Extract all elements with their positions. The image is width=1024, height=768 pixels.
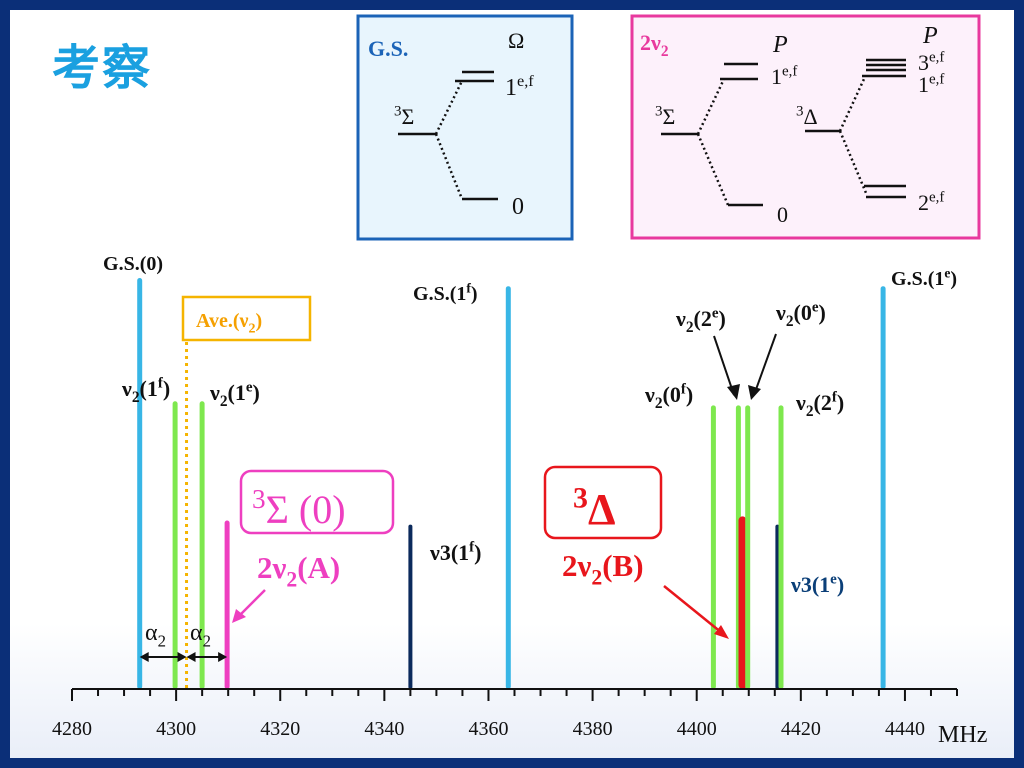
label-v2-1e: ν2(1e) bbox=[209, 380, 260, 411]
label-gs-0: G.S.(0) bbox=[103, 253, 163, 275]
label-sigma-box: 3Σ (0) bbox=[252, 484, 346, 532]
delta-label-box bbox=[543, 465, 663, 540]
arrow-band-a bbox=[237, 589, 266, 618]
label-gs-1f: G.S.(1f) bbox=[413, 280, 478, 305]
axis-tick-label: 4340 bbox=[364, 718, 404, 740]
label-v3-1f: ν3(1f) bbox=[429, 540, 482, 565]
alpha-arrow-right-head bbox=[186, 652, 196, 662]
v2-delta-level-bottom: 2e,f bbox=[918, 190, 944, 215]
arrow-band-b bbox=[663, 585, 723, 634]
axis-tick-label: 4360 bbox=[468, 718, 508, 740]
spectrum-lines bbox=[137, 278, 886, 689]
gs-dotted-down bbox=[434, 133, 464, 200]
label-v2-0e: ν2(0e) bbox=[775, 300, 826, 331]
v2-sigma-level-top-label: 1e,f bbox=[771, 64, 797, 89]
label-v2-2e: ν2(2e) bbox=[675, 306, 726, 337]
arrow-v2-2e bbox=[713, 335, 735, 396]
spectral-line-2v2-a bbox=[224, 520, 230, 689]
gs-level-top-label: 1e,f bbox=[505, 71, 534, 101]
gs-box-title: G.S. bbox=[368, 36, 408, 61]
v2-box-title: 2ν2 bbox=[640, 30, 669, 60]
label-v2-1f: ν2(1f) bbox=[121, 376, 170, 407]
ave-label-box bbox=[181, 295, 312, 342]
label-band-a: 2ν2(A) bbox=[257, 550, 340, 592]
arrow-v2-0e bbox=[753, 333, 777, 396]
v2-box-frame bbox=[630, 14, 981, 240]
gs-level-diagram: G.S. Ω 3Σ 1e,f 0 bbox=[356, 14, 574, 241]
alpha-arrows bbox=[139, 652, 228, 662]
label-v3-1e: ν3(1e) bbox=[790, 572, 844, 597]
v2-delta-dotted-down bbox=[838, 130, 868, 194]
v2-delta-level-top-b: 1e,f bbox=[918, 72, 944, 97]
arrow-band-b-head bbox=[714, 625, 729, 639]
spectral-line-v2-0e bbox=[745, 405, 751, 689]
axis-tick-label: 4380 bbox=[573, 718, 613, 740]
axis-tick-label: 4440 bbox=[885, 718, 925, 740]
axis-tick-label: 4400 bbox=[677, 718, 717, 740]
v2-p-header-right: P bbox=[922, 23, 938, 49]
label-band-b: 2ν2(B) bbox=[562, 548, 644, 590]
alpha-arrow-left-head bbox=[139, 652, 149, 662]
arrow-v2-0e-head bbox=[748, 385, 761, 400]
label-ave-v2: Ave.(ν2) bbox=[196, 310, 262, 337]
axis-ticks bbox=[71, 689, 958, 701]
arrow-band-a-head bbox=[232, 609, 246, 623]
v2-sigma-level-bottom-label: 0 bbox=[777, 202, 788, 227]
spectral-line-v3-1f bbox=[408, 524, 413, 689]
spectral-line-gs-1f bbox=[505, 286, 511, 689]
label-alpha-right: α2 bbox=[190, 620, 211, 651]
axis-tick-label: 4300 bbox=[156, 718, 196, 740]
v2-sigma-label: 3Σ bbox=[655, 104, 675, 129]
spectral-line-v3-1e bbox=[775, 524, 780, 689]
v2-delta-level-top-a: 3e,f bbox=[918, 50, 944, 75]
label-alpha-left: α2 bbox=[145, 620, 166, 651]
axis-tick-labels: 4280 4300 4320 4340 4360 4380 4400 4420 4440 bbox=[52, 718, 925, 740]
sigma-label-box bbox=[239, 469, 395, 535]
spectral-line-v2-1f bbox=[172, 401, 178, 689]
spectral-line-gs-1e bbox=[880, 286, 886, 689]
alpha-arrow-right-head bbox=[218, 652, 228, 662]
gs-omega-header: Ω bbox=[508, 28, 524, 53]
alpha-arrow-left-head bbox=[177, 652, 187, 662]
gs-state-label: 3Σ bbox=[394, 104, 414, 129]
label-gs-1e: G.S.(1e) bbox=[891, 265, 957, 290]
label-v2-2f: ν2(2f) bbox=[795, 390, 844, 421]
gs-level-bottom-label: 0 bbox=[512, 194, 524, 220]
axis-unit-label: MHz bbox=[938, 722, 987, 748]
arrow-v2-2e-head bbox=[727, 384, 740, 400]
axis-tick-label: 4280 bbox=[52, 718, 92, 740]
spectral-line-2v2-b bbox=[738, 516, 747, 689]
label-v2-0f: ν2(0f) bbox=[644, 382, 693, 413]
label-delta-box: 3Δ bbox=[573, 481, 616, 534]
v2-delta-label: 3Δ bbox=[796, 104, 818, 129]
slide-title: 考察 bbox=[52, 40, 153, 96]
v2-sigma-dotted-up bbox=[696, 78, 726, 135]
axis-tick-label: 4320 bbox=[260, 718, 300, 740]
spectral-line-gs-0 bbox=[137, 278, 143, 689]
gs-box-frame bbox=[356, 14, 574, 241]
axis-tick-label: 4420 bbox=[781, 718, 821, 740]
spectral-line-v2-2f bbox=[778, 405, 784, 689]
spectral-line-v2-0f bbox=[710, 405, 716, 689]
spectral-line-v2-1e bbox=[199, 401, 205, 689]
v2-level-diagram: 2ν2 P P 3Σ 1e,f 0 3Δ 3e,f 1e,f bbox=[630, 14, 981, 240]
v2-p-header-left: P bbox=[772, 32, 788, 58]
